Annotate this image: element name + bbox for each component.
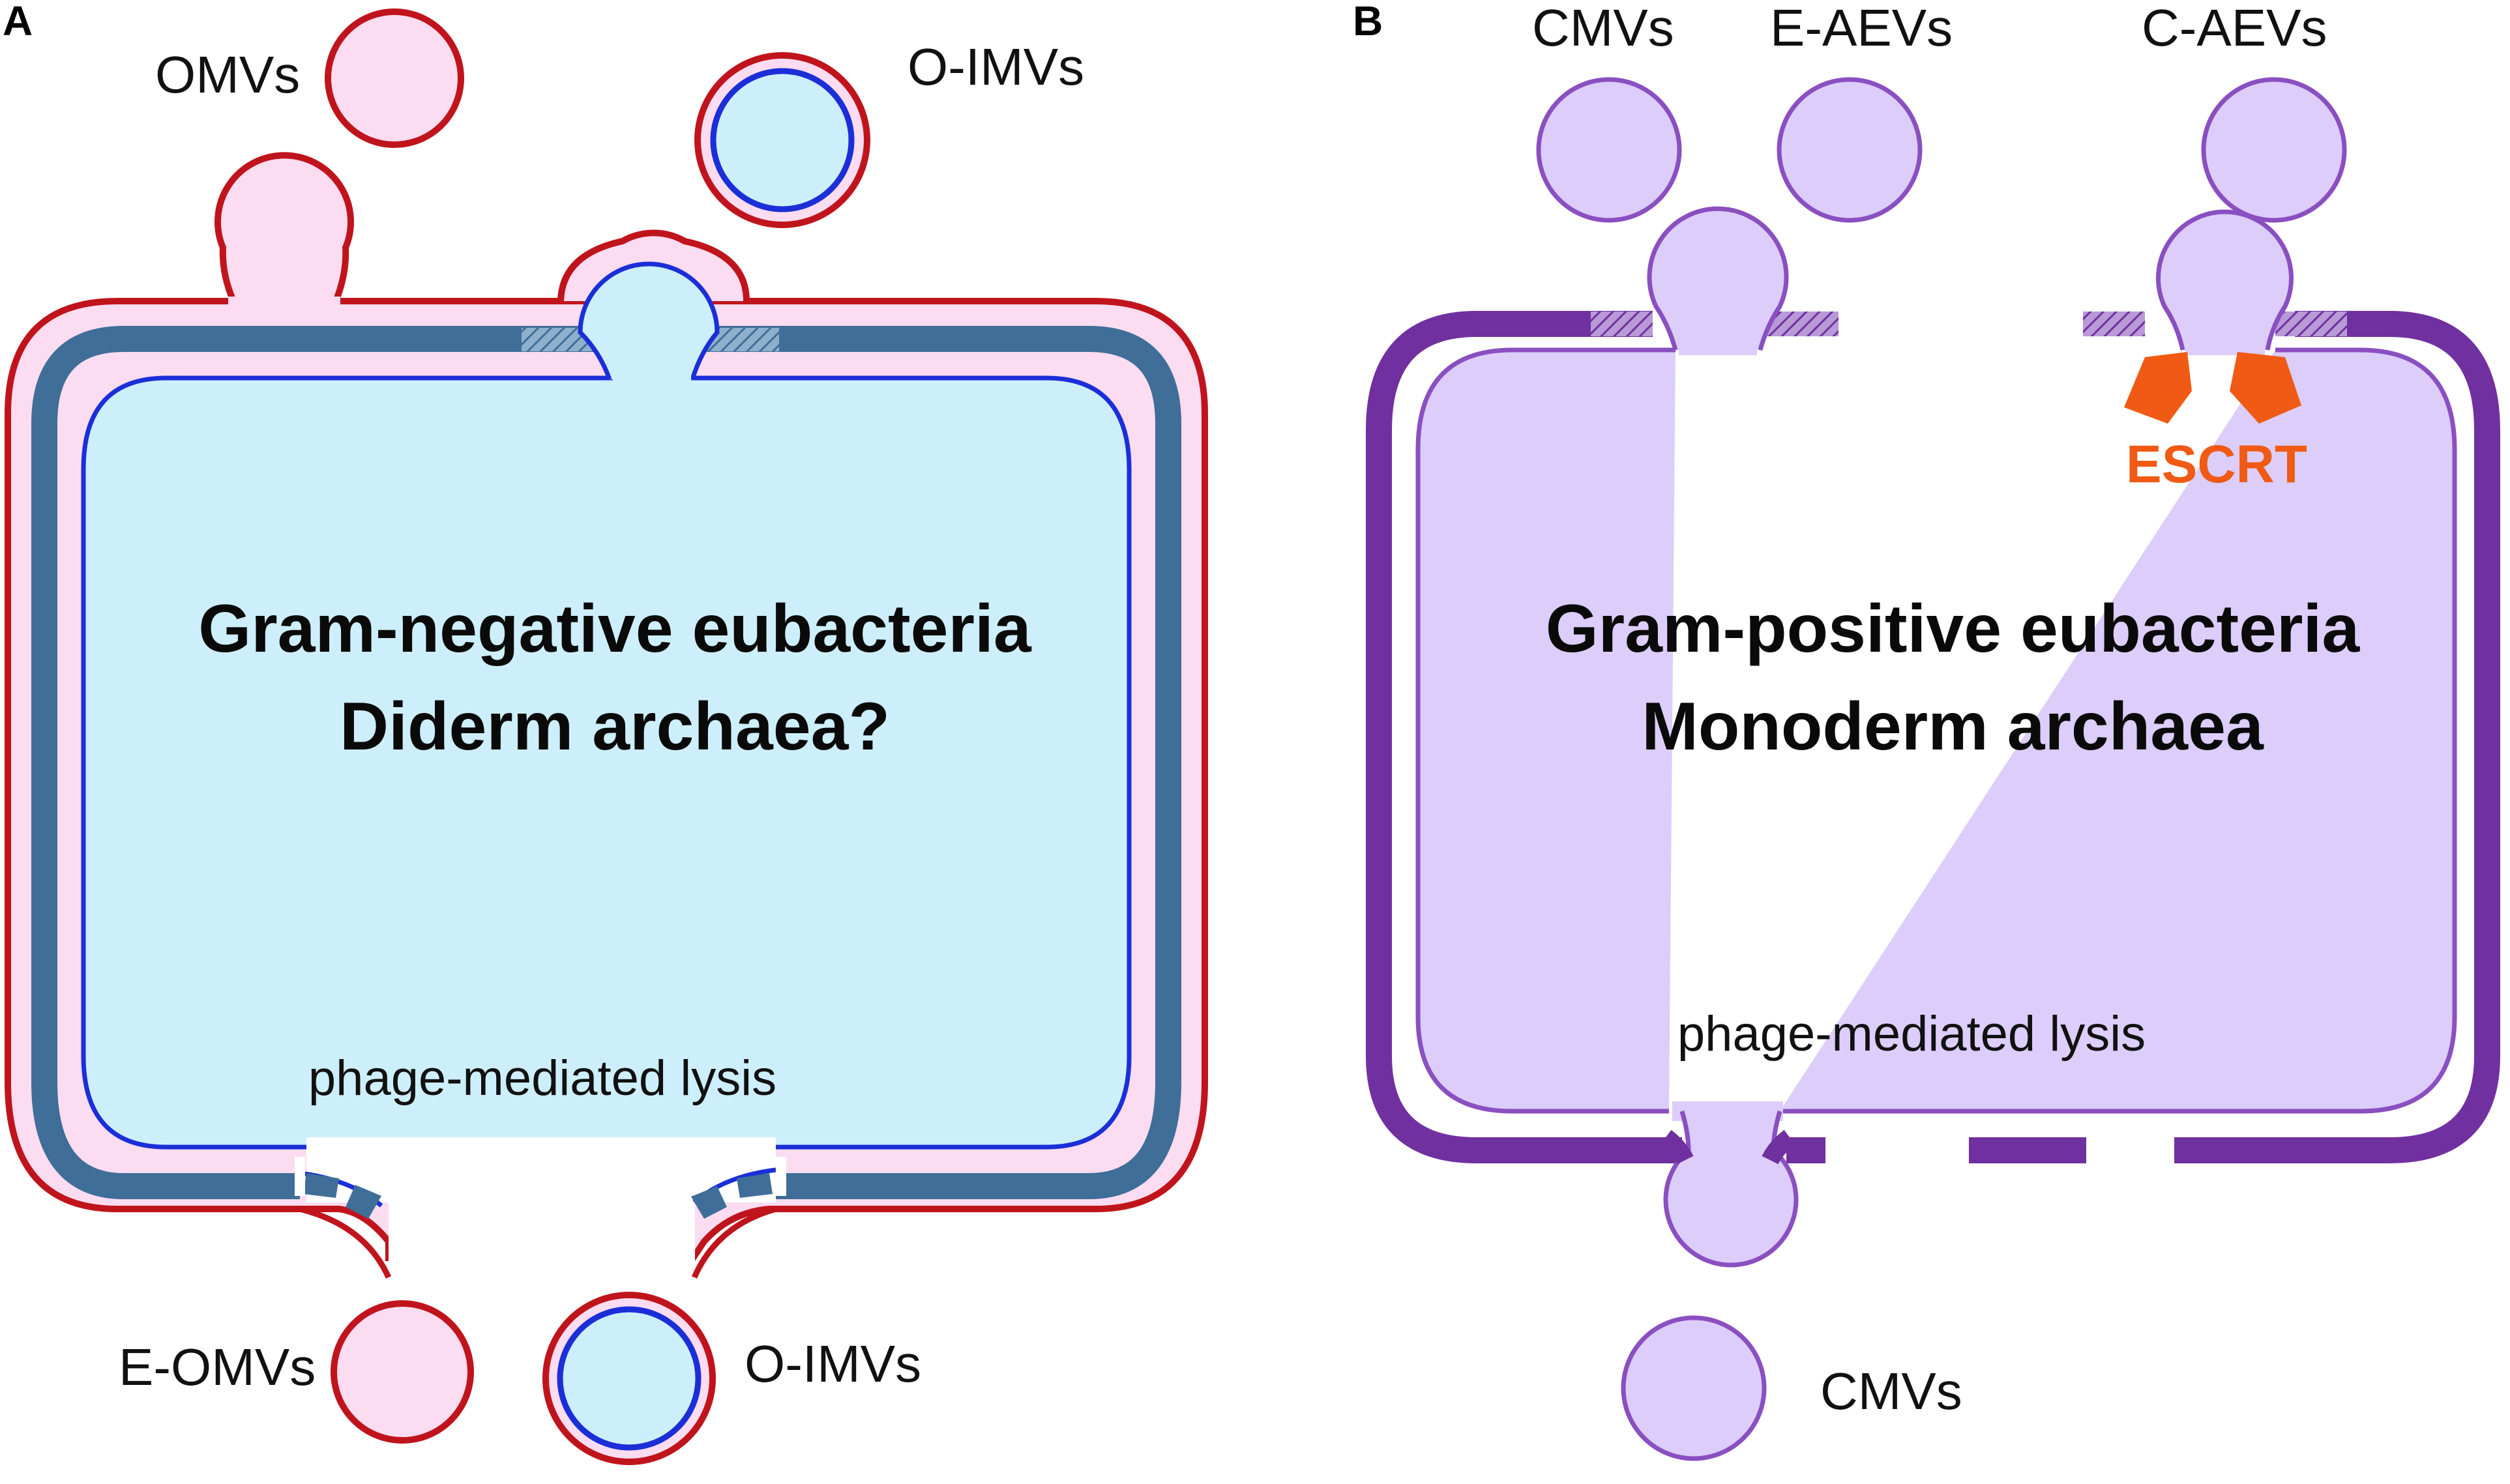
panel-a-letter: A xyxy=(3,0,33,44)
cell-membrane-b xyxy=(1415,347,2457,1114)
c-aev-bud xyxy=(2156,209,2294,355)
o-imv-vesicle-top xyxy=(694,52,870,228)
label-omvs: OMVs xyxy=(155,46,300,104)
cell-wall-b xyxy=(1366,311,2500,1163)
o-imv-bud xyxy=(557,229,750,383)
label-cmvs-top: CMVs xyxy=(1532,0,1674,57)
omv-vesicle xyxy=(325,8,464,148)
o-imv-vesicle-bottom xyxy=(542,1292,716,1465)
panel-b-title-line2: Monoderm archaea xyxy=(1642,689,2264,764)
e-aev-vesicle xyxy=(1777,77,1923,223)
escrt-left xyxy=(2124,352,2192,424)
panel-a-cell-envelope xyxy=(5,298,1208,1279)
cmv-vesicle-top xyxy=(1536,77,1682,223)
panel-b: B xyxy=(1353,0,2500,1461)
label-e-aevs: E-AEVs xyxy=(1770,0,1953,57)
panel-b-title-line1: Gram-positive eubacteria xyxy=(1546,591,2361,667)
omv-bud xyxy=(214,152,354,307)
escrt-right xyxy=(2230,352,2301,424)
label-o-imvs-bottom: O-IMVs xyxy=(745,1335,921,1393)
c-aev-vesicle xyxy=(2201,77,2347,223)
label-o-imvs-top: O-IMVs xyxy=(908,38,1084,96)
label-c-aevs: C-AEVs xyxy=(2142,0,2327,57)
panel-a-title-line1: Gram-negative eubacteria xyxy=(198,591,1032,667)
cmv-bud-top xyxy=(1647,206,1789,355)
panel-a-title-line2: Diderm archaea? xyxy=(340,689,890,764)
label-e-omvs: E-OMVs xyxy=(119,1338,316,1396)
label-cmvs-bottom: CMVs xyxy=(1820,1362,1962,1420)
cmv-bud-bottom xyxy=(1660,1111,1799,1268)
panel-a: A xyxy=(3,0,1208,1465)
label-escrt: ESCRT xyxy=(2126,435,2307,494)
label-lysis-a: phage-mediated lysis xyxy=(308,1051,776,1106)
label-lysis-b: phage-mediated lysis xyxy=(1677,1006,2146,1062)
panel-b-cell-envelope xyxy=(1366,311,2500,1163)
cmv-vesicle-bottom xyxy=(1621,1315,1767,1461)
panel-b-letter: B xyxy=(1353,0,1383,44)
e-omv-vesicle xyxy=(331,1300,474,1444)
